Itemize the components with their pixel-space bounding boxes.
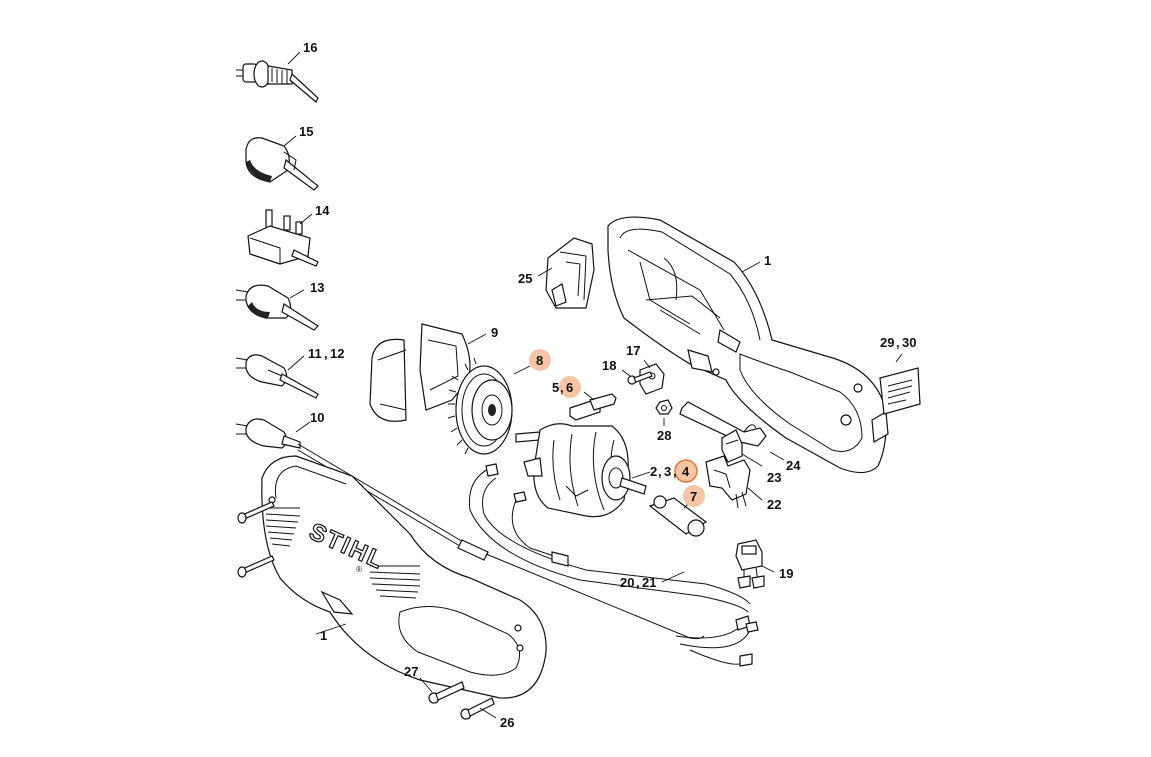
callout-8[interactable]: 8 [536,353,543,368]
callout-27[interactable]: 27 [404,664,418,679]
highlight-4 [675,460,697,482]
callout-5[interactable]: 5 [552,380,559,395]
callout-17[interactable]: 17 [626,343,640,358]
motor-wiring[interactable] [468,463,759,667]
rating-label-29-30[interactable] [879,353,921,415]
switch-19[interactable] [735,539,775,589]
callout-comma-2-3: , [658,464,662,479]
plug-15[interactable] [245,135,319,191]
plug-11-12[interactable] [235,354,319,399]
switch-lever-24[interactable] [679,401,785,461]
nut-28[interactable] [655,399,673,426]
registered-mark: ® [356,565,362,574]
callout-20[interactable]: 20 [620,575,634,590]
housing-half-left-1[interactable]: STIHL ® [261,455,547,699]
callout-26[interactable]: 26 [500,715,514,730]
plug-13[interactable] [235,284,319,331]
callout-30[interactable]: 30 [902,335,916,350]
gear-8[interactable] [447,357,531,455]
gear-housing-9[interactable] [369,323,487,422]
callout-9[interactable]: 9 [491,325,498,340]
callout-comma-29-30: , [896,335,900,350]
carbon-brush-5-6[interactable] [569,391,617,421]
power-cable-10[interactable] [235,418,705,640]
highlight-4-ring [674,459,698,483]
callout-comma-20-21: , [636,575,640,590]
callout-comma-3-4: , [673,464,677,479]
cable-retainer-25[interactable] [537,237,595,309]
callout-13[interactable]: 13 [310,280,324,295]
callout-10[interactable]: 10 [310,410,324,425]
callout-comma-11-12: , [324,346,328,361]
callout-23[interactable]: 23 [767,470,781,485]
plug-14[interactable] [247,209,319,267]
callout-24[interactable]: 24 [786,458,801,473]
highlight-8 [529,349,551,371]
callout-7[interactable]: 7 [690,489,697,504]
callout-14[interactable]: 14 [315,203,330,218]
screw-left-lower[interactable] [237,555,275,578]
screw-27[interactable] [419,677,465,704]
link-23[interactable] [721,429,763,467]
callout-21[interactable]: 21 [642,575,656,590]
callout-28[interactable]: 28 [657,428,671,443]
highlight-7 [683,485,705,507]
callout-4[interactable]: 4 [682,464,690,479]
callout-12[interactable]: 12 [330,346,344,361]
screw-left-upper[interactable] [237,501,275,524]
callout-1-left[interactable]: 1 [320,628,327,643]
housing-half-right-1[interactable] [607,216,889,474]
callout-18[interactable]: 18 [602,358,616,373]
callout-16[interactable]: 16 [303,40,317,55]
screw-18[interactable] [621,369,653,385]
callout-6[interactable]: 6 [566,380,573,395]
callout-19[interactable]: 19 [779,566,793,581]
callout-15[interactable]: 15 [299,124,313,139]
callout-3[interactable]: 3 [664,464,671,479]
callout-2[interactable]: 2 [650,464,657,479]
callout-29[interactable]: 29 [880,335,894,350]
callout-1-right[interactable]: 1 [764,253,771,268]
switch-bracket-22[interactable] [705,455,763,509]
screw-26[interactable] [460,697,497,720]
callout-comma-5-6: , [560,380,564,395]
callout-22[interactable]: 22 [767,497,781,512]
callout-25[interactable]: 25 [518,271,532,286]
callout-11[interactable]: 11 [308,346,322,361]
plug-16[interactable] [236,51,319,103]
highlight-6 [559,376,581,398]
motor-2-3-4[interactable] [515,423,651,518]
